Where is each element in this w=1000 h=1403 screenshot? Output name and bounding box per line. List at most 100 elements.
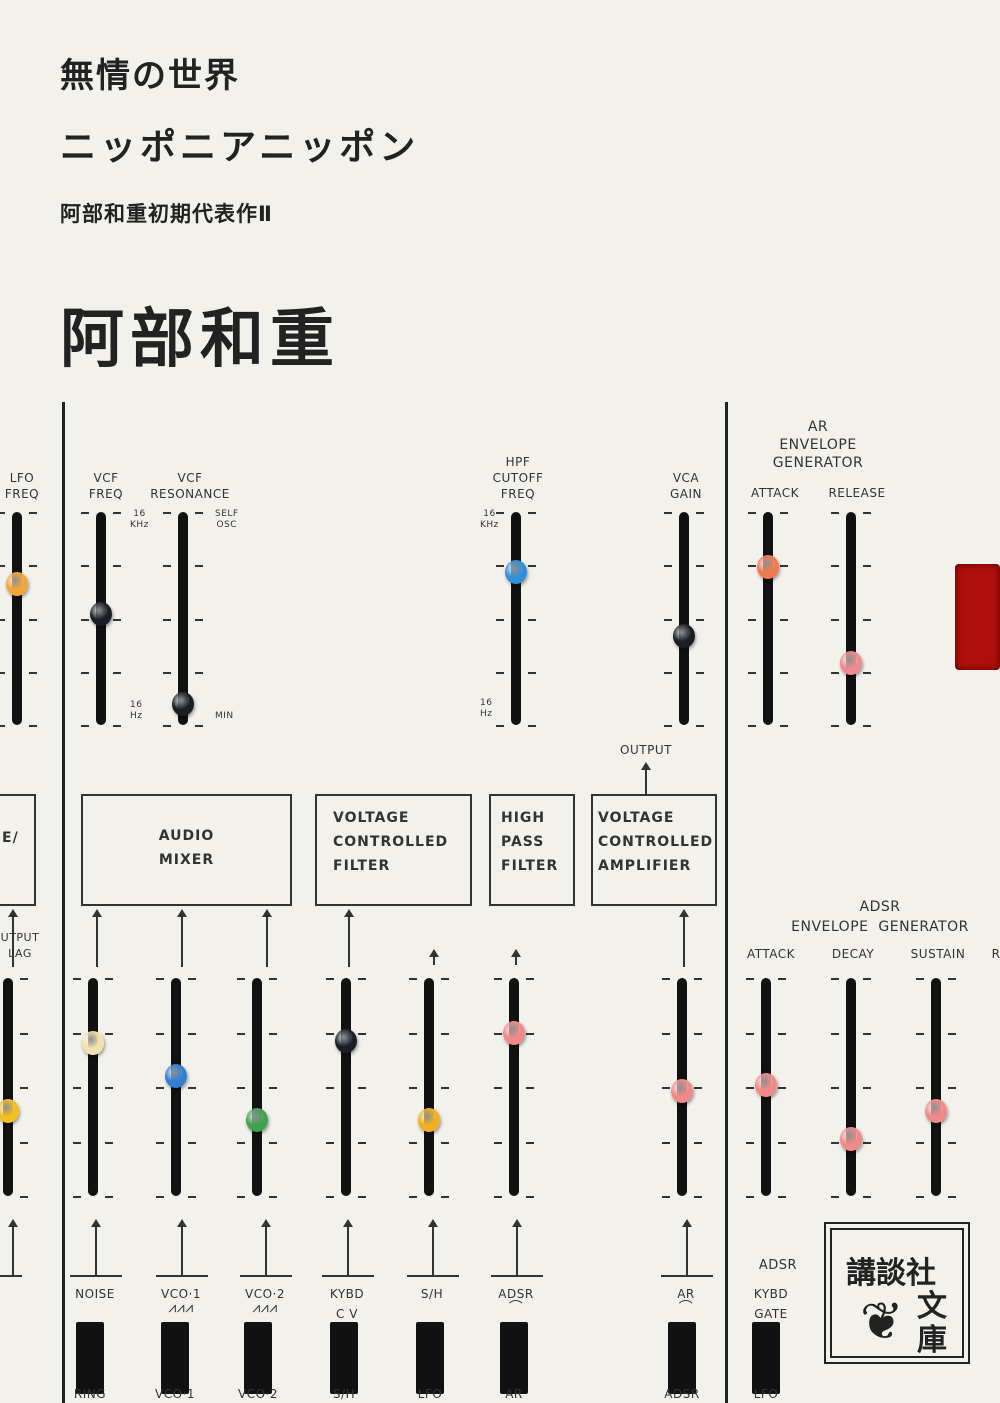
vcf-freq-knob[interactable] xyxy=(90,602,112,627)
toggle-switch[interactable] xyxy=(416,1322,444,1394)
adsr-decay-slider[interactable] xyxy=(846,978,856,1196)
tick-mark xyxy=(528,565,536,568)
tick-mark xyxy=(778,1032,786,1035)
ar-release-knob[interactable] xyxy=(840,651,862,676)
title-2: ニッポニアニッポン xyxy=(60,127,420,168)
tick-mark xyxy=(105,1032,113,1035)
switch-top-label: KYBD C V xyxy=(329,1287,365,1321)
panel-divider xyxy=(62,402,65,1403)
sawtooth-wave-icon: ⩘⩘⩘ xyxy=(252,1300,278,1316)
tick-mark xyxy=(156,1087,164,1089)
tick-mark xyxy=(237,1032,245,1035)
signal-arrow xyxy=(262,909,272,967)
sh-knob[interactable] xyxy=(418,1107,440,1132)
tick-mark xyxy=(113,512,121,514)
hpf-cutoff-knob[interactable] xyxy=(505,559,527,584)
vcf-box: VOLTAGE CONTROLLED FILTER xyxy=(315,794,472,906)
tick-mark xyxy=(863,1141,871,1144)
noise-slider[interactable] xyxy=(88,978,98,1196)
tick-mark xyxy=(746,1087,754,1089)
vcf-resonance-knob[interactable] xyxy=(172,691,194,716)
label-ar-envelope: AR ENVELOPE GENERATOR xyxy=(772,419,864,471)
adsr-decay-knob[interactable] xyxy=(840,1127,862,1152)
toggle-switch[interactable] xyxy=(752,1322,780,1394)
noise-knob[interactable] xyxy=(82,1031,104,1056)
sawtooth-wave-icon: ⩘⩘⩘ xyxy=(168,1300,194,1316)
base-line xyxy=(0,1275,22,1277)
switch-bottom-label: VCO·2 xyxy=(238,1387,278,1401)
title-1: 無情の世界 xyxy=(60,56,240,96)
tick-mark xyxy=(358,1141,366,1144)
tick-mark xyxy=(73,1141,81,1144)
ar-release-slider[interactable] xyxy=(846,512,856,725)
switch-bottom-label: S/H xyxy=(332,1387,356,1401)
switch-bottom-label: LFO xyxy=(417,1387,443,1401)
tick-mark xyxy=(863,671,871,674)
toggle-switch[interactable] xyxy=(500,1322,528,1394)
tick-mark xyxy=(948,1141,956,1144)
tick-mark xyxy=(195,618,203,621)
lfo-freq-slider[interactable] xyxy=(12,512,22,725)
tick-mark xyxy=(780,618,788,621)
tick-mark xyxy=(326,1141,334,1144)
subtitle: 阿部和重初期代表作Ⅱ xyxy=(60,202,273,226)
tick-mark xyxy=(916,978,924,980)
lfo-freq-knob[interactable] xyxy=(6,572,28,597)
tick-mark xyxy=(29,565,37,568)
output-lag-slider[interactable] xyxy=(3,978,13,1196)
tick-mark xyxy=(780,671,788,674)
adsr-mod-slider[interactable] xyxy=(509,978,519,1196)
tick-mark xyxy=(748,725,756,727)
toggle-switch[interactable] xyxy=(161,1322,189,1394)
red-switch[interactable] xyxy=(955,564,1000,670)
tick-mark xyxy=(496,565,504,568)
toggle-switch[interactable] xyxy=(76,1322,104,1394)
toggle-switch[interactable] xyxy=(244,1322,272,1394)
tick-mark xyxy=(778,1141,786,1144)
tick-mark xyxy=(863,1087,871,1089)
tick-mark xyxy=(916,1032,924,1035)
ar-mod-knob[interactable] xyxy=(671,1079,693,1104)
signal-arrow xyxy=(92,909,102,967)
tick-mark xyxy=(916,1196,924,1198)
vco2-slider[interactable] xyxy=(252,978,262,1196)
scale-16khz: 16 KHz xyxy=(480,509,499,530)
vco1-knob[interactable] xyxy=(165,1064,187,1089)
tick-mark xyxy=(20,1196,28,1198)
tick-mark xyxy=(948,1087,956,1089)
tick-mark xyxy=(81,618,89,621)
tick-mark xyxy=(863,1032,871,1035)
adsr-sustain-slider[interactable] xyxy=(931,978,941,1196)
adsr-mod-knob[interactable] xyxy=(503,1020,525,1045)
vca-gain-knob[interactable] xyxy=(673,623,695,648)
kybd-gate-label: KYBD GATE xyxy=(753,1287,789,1321)
tick-mark xyxy=(29,512,37,514)
adsr-sustain-knob[interactable] xyxy=(925,1098,947,1123)
tick-mark xyxy=(778,1087,786,1089)
sh-slider[interactable] xyxy=(424,978,434,1196)
scale-self-osc: SELF OSC xyxy=(215,509,239,530)
tick-mark xyxy=(948,978,956,980)
vcf-resonance-slider[interactable] xyxy=(178,512,188,725)
tick-mark xyxy=(916,1141,924,1144)
toggle-switch[interactable] xyxy=(330,1322,358,1394)
envelope-shape-icon: ⌒ xyxy=(678,1300,694,1316)
adsr-attack-knob[interactable] xyxy=(755,1072,777,1097)
hpf-cutoff-slider[interactable] xyxy=(511,512,521,725)
toggle-switch[interactable] xyxy=(668,1322,696,1394)
tick-mark xyxy=(526,978,534,980)
vca-gain-slider[interactable] xyxy=(679,512,689,725)
tick-mark xyxy=(269,1141,277,1144)
tick-mark xyxy=(81,512,89,514)
ar-attack-knob[interactable] xyxy=(757,555,779,580)
output-lag-knob[interactable] xyxy=(0,1098,19,1123)
tick-mark xyxy=(81,671,89,674)
tick-mark xyxy=(195,565,203,568)
output-lag-label: UTPUT LAG xyxy=(0,931,40,960)
ar-attack-slider[interactable] xyxy=(763,512,773,725)
tick-mark xyxy=(188,1141,196,1144)
kybd-cv-slider[interactable] xyxy=(341,978,351,1196)
vco2-knob[interactable] xyxy=(246,1107,268,1132)
kybd-cv-knob[interactable] xyxy=(335,1029,357,1054)
signal-arrow xyxy=(511,949,521,965)
